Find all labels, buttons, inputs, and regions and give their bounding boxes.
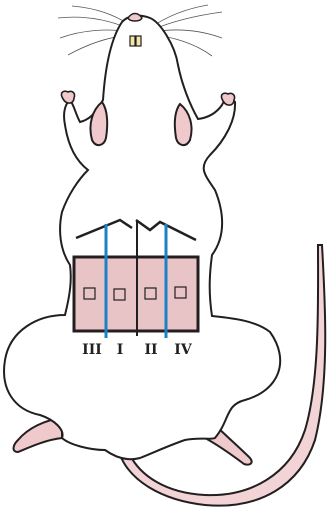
zone-label-iv: IV [170, 340, 196, 360]
left-tooth [130, 36, 135, 46]
zone-label-i: I [112, 340, 128, 360]
left-front-paw [61, 91, 74, 103]
rat-body [4, 16, 280, 460]
zone-label-ii: II [140, 340, 162, 360]
zone-label-iii: III [78, 340, 106, 360]
nose [128, 14, 142, 22]
left-ear [90, 102, 107, 145]
right-tooth [136, 36, 141, 46]
